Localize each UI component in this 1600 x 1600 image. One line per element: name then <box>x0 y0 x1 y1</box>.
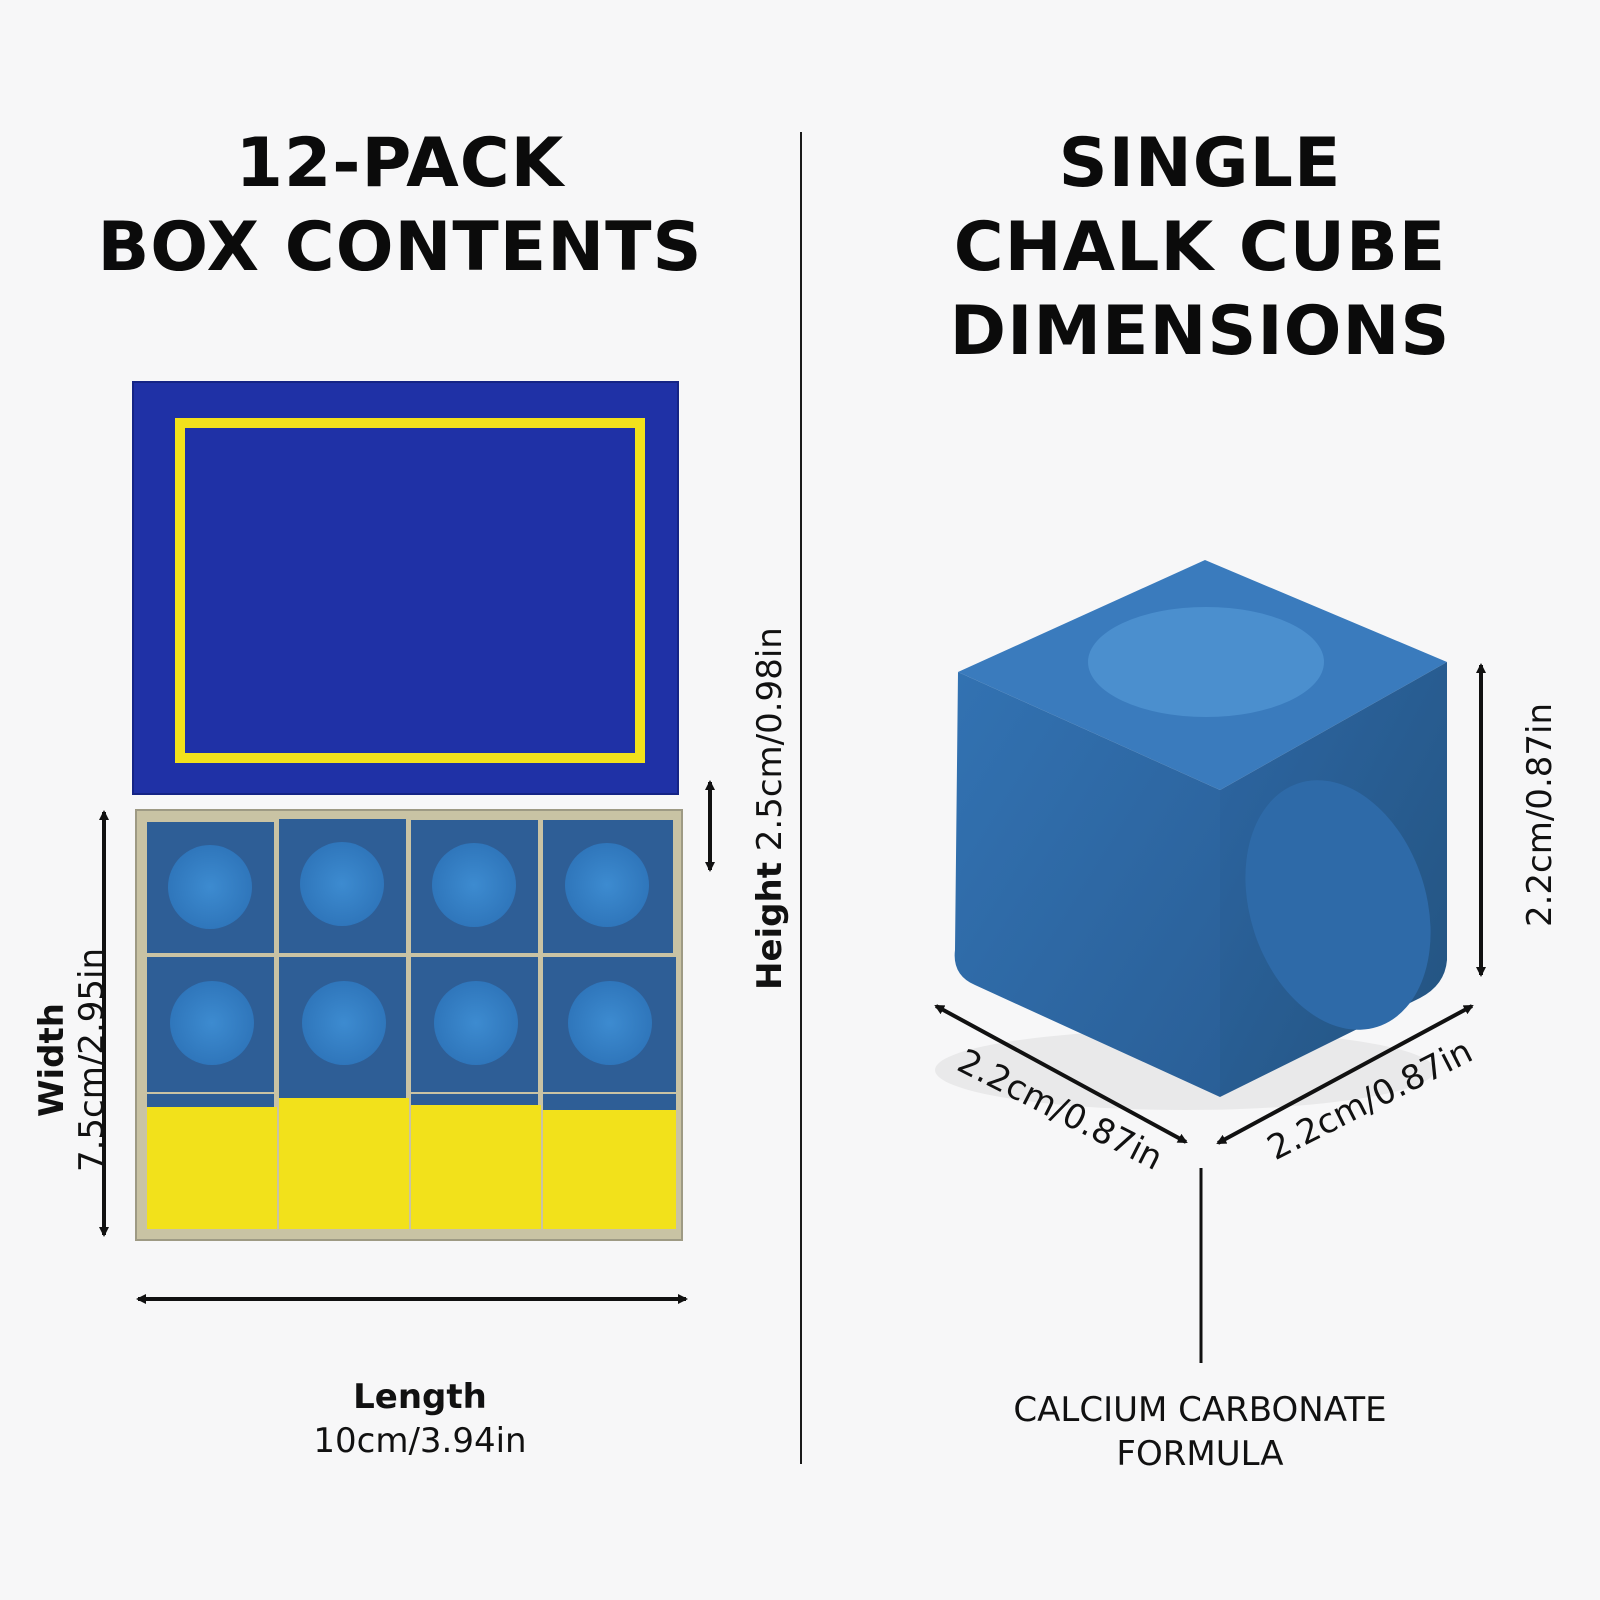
title-line: SINGLE <box>1058 124 1342 203</box>
single-chalk-cube <box>935 560 1447 1110</box>
chalk-cube <box>411 957 538 1092</box>
panel-divider <box>800 132 802 1464</box>
width-label: Width 7.5cm/2.95in <box>32 910 112 1210</box>
cube-left-arrow <box>934 1004 1188 1144</box>
chalk-cube <box>147 822 274 953</box>
cube-right-arrow <box>1216 1004 1474 1145</box>
cube-height-label: 2.2cm/0.87in <box>1520 702 1560 928</box>
length-label: Length 10cm/3.94in <box>250 1375 590 1463</box>
chalk-cube-wrapped <box>543 1094 676 1229</box>
title-line: BOX CONTENTS <box>97 208 703 287</box>
title-line: CHALK CUBE <box>953 208 1447 287</box>
chalk-cube <box>147 957 274 1092</box>
chalk-cube-wrapped <box>279 1092 409 1229</box>
width-label-title: Width <box>32 1003 72 1117</box>
length-label-value: 10cm/3.94in <box>313 1421 527 1461</box>
material-label: CALCIUM CARBONATE FORMULA <box>940 1388 1460 1476</box>
box-contents-title: 12-PACK BOX CONTENTS <box>20 122 780 290</box>
height-label-value: 2.5cm/0.98in <box>750 627 790 852</box>
chalk-cube <box>279 957 406 1092</box>
chalk-cube <box>543 820 673 953</box>
box-lid <box>132 381 679 795</box>
height-label-title: Height <box>750 862 790 990</box>
material-line: FORMULA <box>1116 1434 1284 1474</box>
chalk-cube-wrapped <box>147 1094 277 1229</box>
chalk-cube <box>411 820 538 953</box>
chalk-cube-wrapped <box>411 1094 541 1229</box>
chalk-cube <box>543 957 676 1092</box>
length-label-title: Length <box>353 1377 487 1417</box>
chalk-cube <box>279 819 406 953</box>
height-label: Height 2.5cm/0.98in <box>750 627 790 990</box>
material-line: CALCIUM CARBONATE <box>1013 1390 1387 1430</box>
cube-dimensions-title: SINGLE CHALK CUBE DIMENSIONS <box>820 122 1580 374</box>
title-line: 12-PACK <box>235 124 565 203</box>
chalk-grid <box>147 819 676 1229</box>
width-label-value: 7.5cm/2.95in <box>72 947 112 1173</box>
title-line: DIMENSIONS <box>949 292 1451 371</box>
